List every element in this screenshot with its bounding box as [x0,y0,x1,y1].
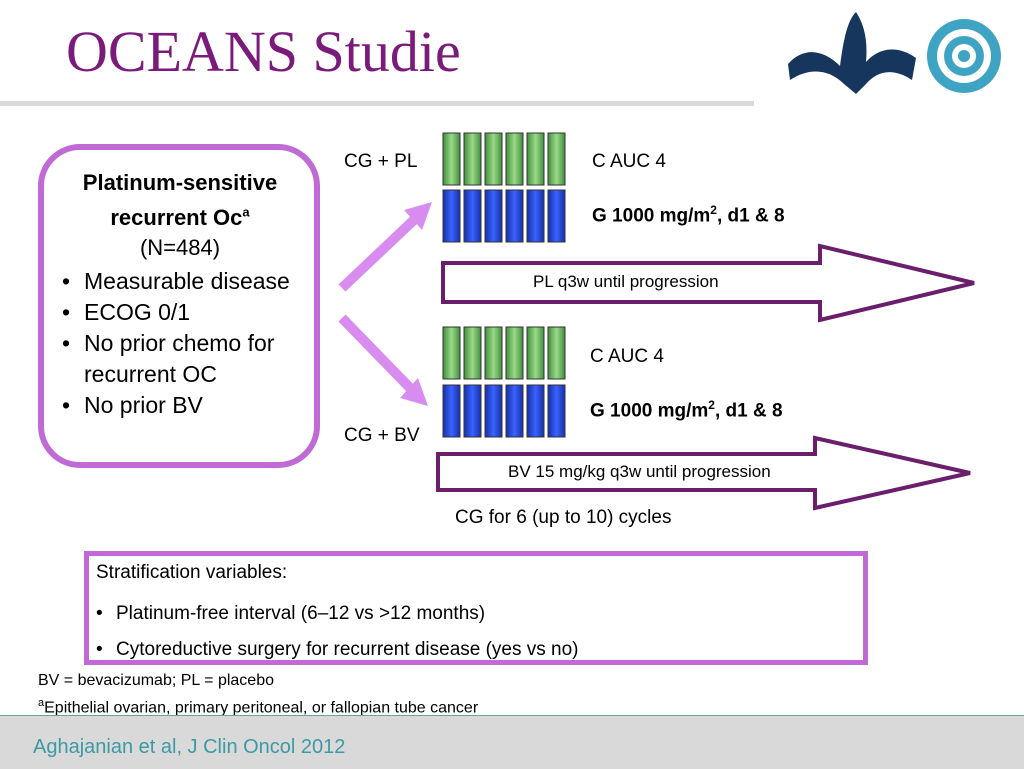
list-item: No prior chemo for recurrent OC [62,328,312,390]
randomization-arrow-down [338,314,428,406]
stratification-list: Platinum-free interval (6–12 vs >12 mont… [96,596,579,668]
footer-bar [0,715,1024,769]
slide-title: OCEANS Studie [66,19,461,84]
pl-arm-cycles [442,132,566,243]
bv-maintenance-label: BV 15 mg/kg q3w until progression [508,462,771,481]
bv-carboplatin-dose: C AUC 4 [590,346,664,367]
population-footnote: aEpithelial ovarian, primary peritoneal,… [38,697,479,717]
footnotes: BV = bevacizumab; PL = placebo aEpitheli… [38,670,478,719]
list-item: Measurable disease [62,266,312,297]
bv-arm-cycles [442,326,566,438]
list-item: Cytoreductive surgery for recurrent dise… [96,632,579,668]
pl-maintenance-arrow [441,243,975,323]
title-divider [0,101,754,106]
pl-maintenance-label: PL q3w until progression [533,272,719,291]
logo-target-center [958,50,970,62]
citation: Aghajanian et al, J Clin Oncol 2012 [33,736,346,758]
inclusion-criteria-box [38,144,320,468]
bv-arm-label: CG + BV [344,425,420,446]
abbreviation-footnote: BV = bevacizumab; PL = placebo [38,672,274,689]
logo-wave-shape [788,12,916,94]
randomization-arrow-up [338,202,432,292]
pl-arm-label: CG + PL [344,151,418,172]
institution-logo [788,12,1001,94]
pl-gemcitabine-dose: G 1000 mg/m2, d1 & 8 [592,203,785,227]
list-item: Platinum-free interval (6–12 vs >12 mont… [96,596,579,632]
bv-maintenance-arrow [436,435,971,511]
bv-gemcitabine-dose: G 1000 mg/m2, d1 & 8 [590,398,783,422]
list-item: ECOG 0/1 [62,297,312,328]
criteria-list: Measurable disease ECOG 0/1 No prior che… [62,266,312,421]
stratification-title: Stratification variables: [96,562,288,583]
population-n: (N=484) [139,235,221,261]
pl-carboplatin-dose: C AUC 4 [592,151,666,172]
cycles-note: CG for 6 (up to 10) cycles [455,507,672,528]
list-item: No prior BV [62,390,312,421]
